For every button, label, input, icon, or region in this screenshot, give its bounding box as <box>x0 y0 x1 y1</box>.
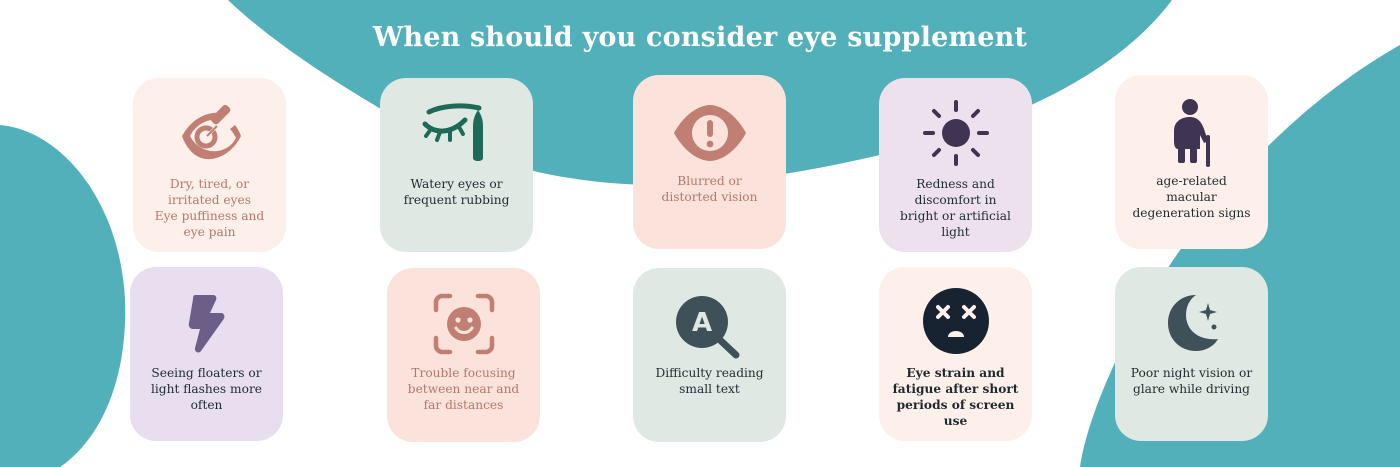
page-title: When should you consider eye supplement <box>372 22 1028 53</box>
card-label-line: often <box>190 398 223 412</box>
card-trouble-focusing: Trouble focusing between near and far di… <box>387 268 540 442</box>
card-label-line: macular <box>1166 190 1217 204</box>
card-label-line: bright or artificial <box>900 209 1011 223</box>
card-label-line: far distances <box>423 398 504 412</box>
dizzy-face-icon <box>922 288 989 354</box>
sun-icon <box>922 100 989 166</box>
card-label-line: discomfort in <box>914 193 997 207</box>
card-label-line: Blurred or <box>677 174 742 188</box>
eye-alert-icon <box>673 105 746 161</box>
card-night-vision: Poor night vision or glare while driving <box>1115 267 1268 441</box>
card-label-line: Seeing floaters or <box>151 366 262 380</box>
card-watery-eyes: Watery eyes or frequent rubbing <box>380 78 533 252</box>
card-label-line: frequent rubbing <box>403 193 510 207</box>
card-difficulty-reading: A Difficulty reading small text <box>633 268 786 442</box>
card-label-line: irritated eyes <box>168 193 251 207</box>
card-blurred-vision: Blurred or distorted vision <box>633 75 786 249</box>
eye-dropper-icon <box>181 104 241 160</box>
card-macular-degeneration: age-related macular degeneration signs <box>1115 75 1268 249</box>
card-label-line: small text <box>679 382 740 396</box>
card-label-line: Dry, tired, or <box>169 177 250 191</box>
moon-star-icon <box>1167 295 1218 351</box>
card-label-line: Eye puffiness and <box>154 209 265 223</box>
magnify-letter: A <box>691 308 711 338</box>
card-label-line: fatigue after short <box>892 382 1019 396</box>
card-floaters-flashes: Seeing floaters or light flashes more of… <box>130 267 283 441</box>
watery-eye-icon <box>422 103 483 161</box>
card-label-line: glare while driving <box>1132 382 1250 396</box>
card-label-line: Redness and <box>916 177 995 191</box>
card-label-line: Eye strain and <box>906 366 1005 380</box>
card-label-line: periods of screen <box>896 398 1015 412</box>
card-label-line: Watery eyes or <box>410 177 503 191</box>
card-dry-eyes: Dry, tired, or irritated eyes Eye puffin… <box>133 78 286 252</box>
card-label-line: distorted vision <box>661 190 758 204</box>
card-label-line: use <box>943 414 968 428</box>
card-label-line: Poor night vision or <box>1130 366 1253 380</box>
lightning-icon <box>188 295 224 353</box>
card-label-line: Trouble focusing <box>411 366 516 380</box>
card-label-line: age-related <box>1156 174 1227 188</box>
card-label-line: light <box>941 225 970 239</box>
card-label-line: Difficulty reading <box>655 366 764 380</box>
card-label-line: degeneration signs <box>1132 206 1251 220</box>
card-eye-strain: Eye strain and fatigue after short perio… <box>879 267 1032 441</box>
card-label-line: between near and <box>407 382 520 396</box>
face-focus-icon <box>433 293 494 355</box>
card-redness-light: Redness and discomfort in bright or arti… <box>879 78 1032 252</box>
magnify-letter-icon: A <box>675 296 739 359</box>
elderly-person-icon <box>1173 99 1210 167</box>
card-label-line: light flashes more <box>151 382 262 396</box>
card-label-line: eye pain <box>183 225 236 239</box>
